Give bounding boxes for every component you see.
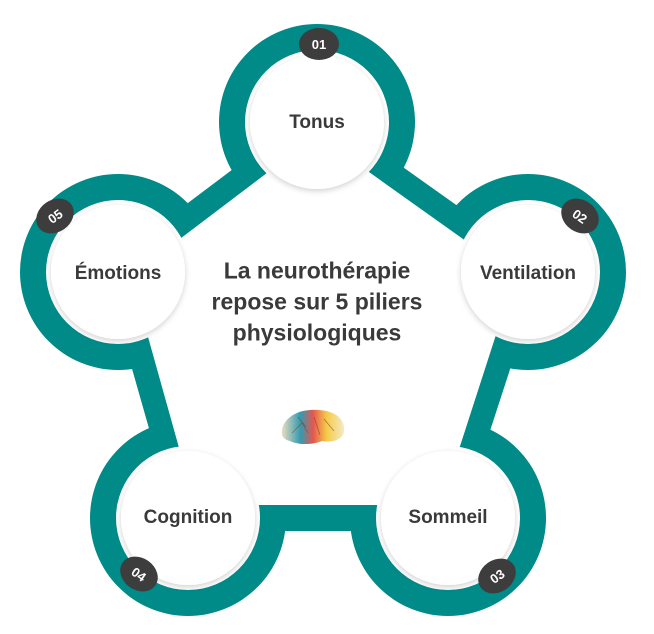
pillar-label-emotions: Émotions [74,263,162,284]
pillar-label-tonus: Tonus [289,112,345,133]
pillar-label-sommeil: Sommeil [408,507,488,528]
pillar-label-ventilation: Ventilation [479,263,577,284]
title-line: repose sur 5 piliers [211,288,423,315]
brain-icon [281,409,345,444]
pillar-label-cognition: Cognition [143,507,233,528]
pillar-number-badge: 01 [299,28,339,60]
title-line: La neurothérapie [223,257,411,284]
title-line: physiologiques [232,319,402,346]
diagram-title: La neurothérapie repose sur 5 piliers ph… [187,256,447,349]
